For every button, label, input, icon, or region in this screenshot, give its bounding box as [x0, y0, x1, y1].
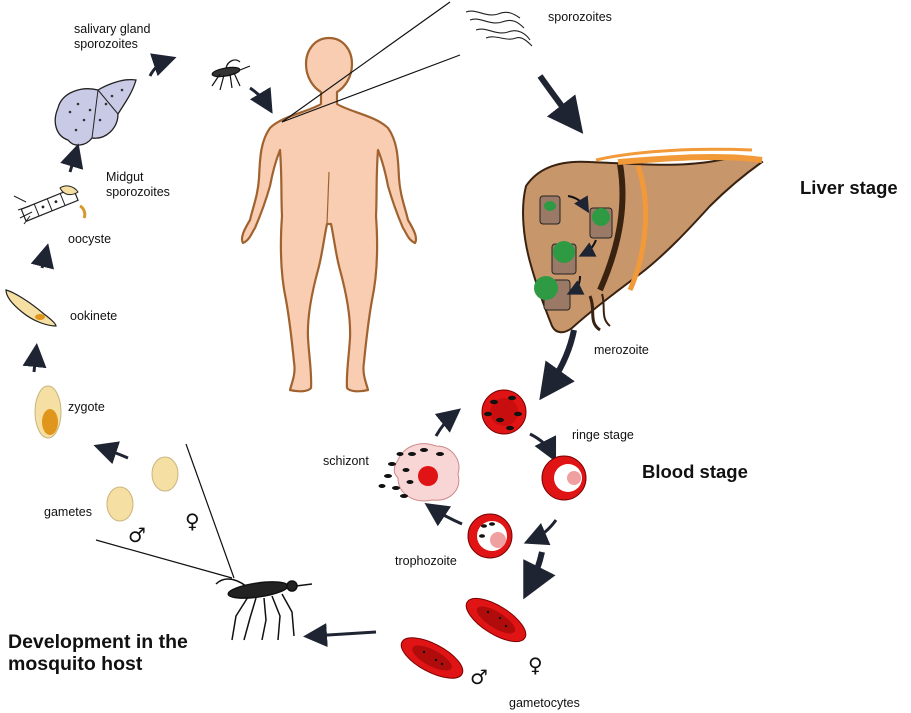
ookinete-icon [6, 290, 56, 326]
gametocytes-icon [395, 590, 532, 686]
male-symbol-gametocyte: ♂ [470, 665, 488, 689]
label-salivary-gland: salivary gland sporozoites [74, 22, 150, 52]
title-liver-stage: Liver stage [800, 177, 898, 198]
female-symbol-gametocyte: ♀ [528, 653, 543, 677]
label-salivary-line2: sporozoites [74, 37, 150, 52]
label-ringe-stage: ringe stage [572, 428, 634, 443]
label-gametes: gametes [44, 505, 92, 520]
label-gametocytes: gametocytes [509, 696, 580, 711]
male-symbol: ♂ [128, 523, 146, 547]
rbc-merozoites [482, 390, 526, 434]
label-midgut-line2: sporozoites [106, 185, 170, 200]
title-mosquito-development: Development in the mosquito host [8, 631, 188, 675]
salivary-gland-icon [55, 80, 136, 145]
rbc-trophozoite [468, 514, 512, 558]
human-body [242, 38, 416, 391]
midgut-oocyst-icon [14, 186, 85, 224]
gametes-icon [107, 457, 178, 521]
schizont [379, 444, 459, 501]
label-schizont: schizont [323, 454, 369, 469]
small-mosquito-icon [212, 60, 250, 90]
label-trophozoite: trophozoite [395, 554, 457, 569]
title-blood-stage: Blood stage [642, 461, 748, 482]
label-midgut-line1: Midgut [106, 170, 170, 185]
liver-illustration [523, 149, 762, 332]
sporozoites-icon [466, 11, 532, 46]
label-midgut: Midgut sporozoites [106, 170, 170, 200]
title-mosquito-line2: mosquito host [8, 653, 188, 675]
female-symbol: ♀ [185, 509, 200, 533]
label-sporozoites: sporozoites [548, 10, 612, 25]
zygote-icon [35, 386, 61, 438]
label-ookinete: ookinete [70, 309, 117, 324]
title-mosquito-line1: Development in the [8, 631, 188, 653]
label-salivary-line1: salivary gland [74, 22, 150, 37]
label-merozoite: merozoite [594, 343, 649, 358]
label-zygote: zygote [68, 400, 105, 415]
label-oocyste: oocyste [68, 232, 111, 247]
mosquito-icon [216, 579, 312, 640]
rbc-ring-stage [542, 456, 586, 500]
